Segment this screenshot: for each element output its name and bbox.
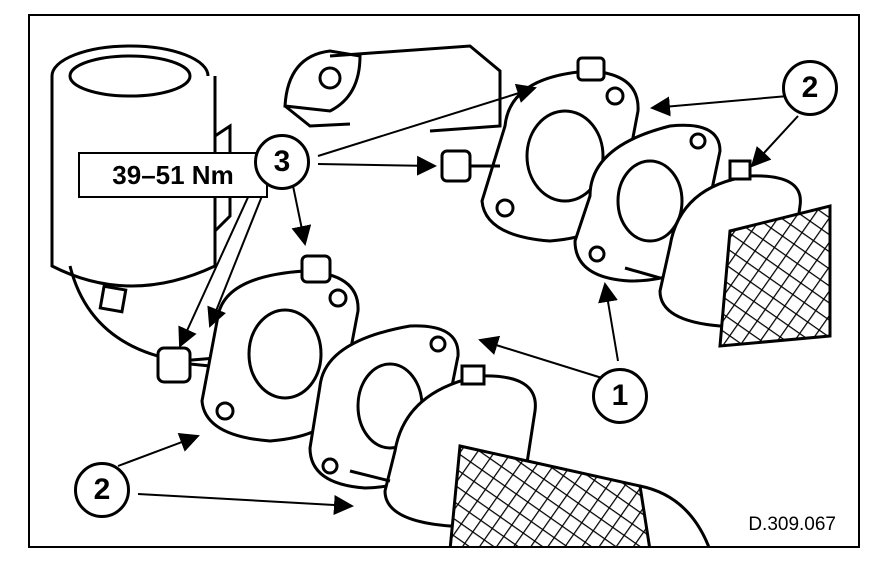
callout-2-bottom: 2 xyxy=(74,462,130,518)
leader-lines xyxy=(117,83,799,515)
callout-3: 3 xyxy=(254,134,310,190)
callout-1: 1 xyxy=(592,368,648,424)
diagram-reference-code: D.309.067 xyxy=(748,514,836,535)
top-pipe xyxy=(624,159,832,348)
callout-2-top: 2 xyxy=(782,60,838,116)
bracket xyxy=(283,44,502,133)
torque-spec-label: 39–51 Nm xyxy=(78,152,268,198)
bottom-pipe xyxy=(349,364,710,546)
manifold-body xyxy=(50,44,241,363)
exhaust-gasket-illustration xyxy=(50,44,832,546)
diagram-frame: 39–51 Nm 3 2 1 2 D.309.067 xyxy=(28,14,860,548)
